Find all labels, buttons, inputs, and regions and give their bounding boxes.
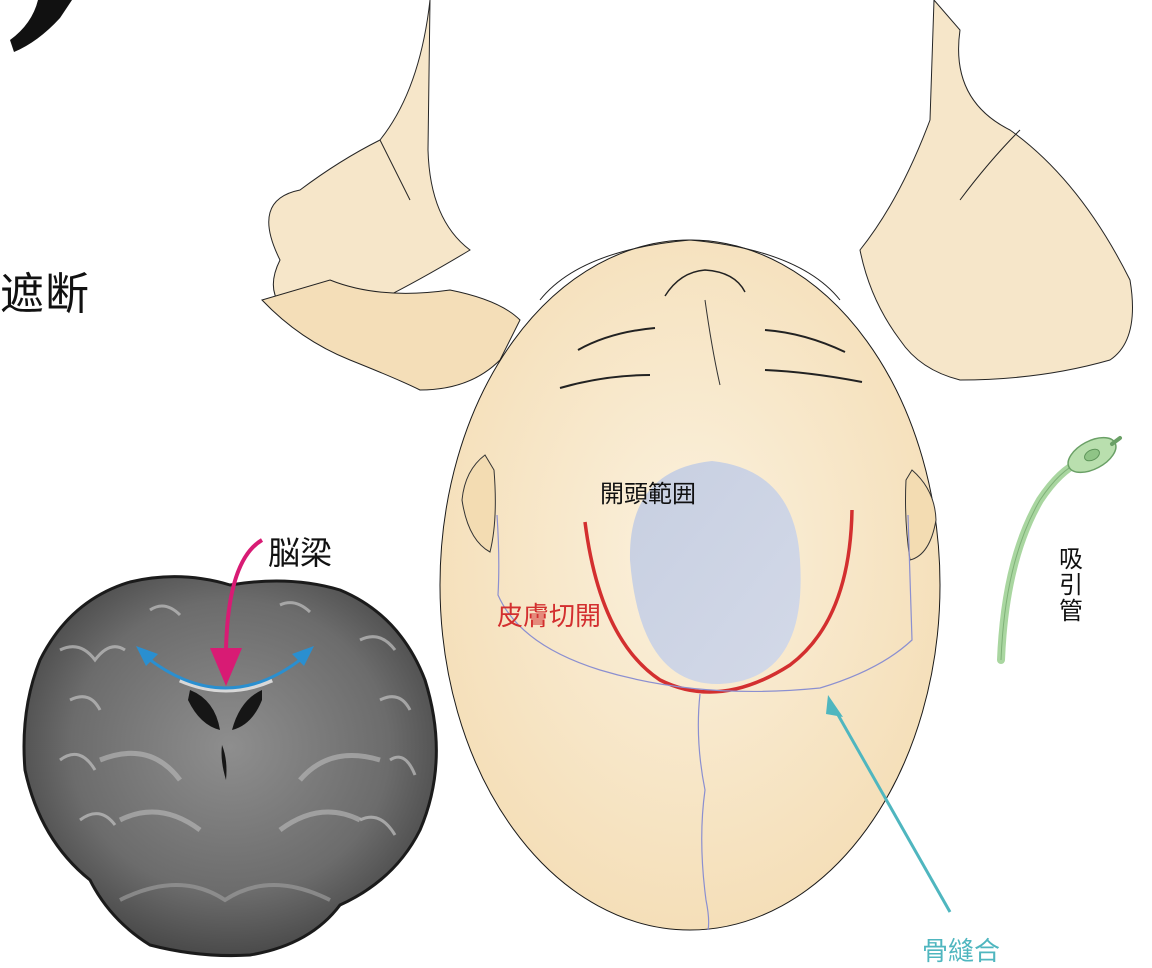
corpus-callosum-label: 脳梁	[268, 528, 332, 574]
suction-tube-label: 吸引管	[1056, 546, 1086, 624]
corner-mark	[0, 0, 72, 52]
head-illustration	[440, 240, 940, 930]
suture-label: 骨縫合	[922, 931, 1000, 968]
craniotomy-area-label: 開頭範囲	[600, 474, 696, 509]
skin-incision-label: 皮膚切開	[497, 596, 601, 633]
section-title: 遮断	[0, 258, 90, 322]
brain-mri-image	[24, 577, 436, 956]
